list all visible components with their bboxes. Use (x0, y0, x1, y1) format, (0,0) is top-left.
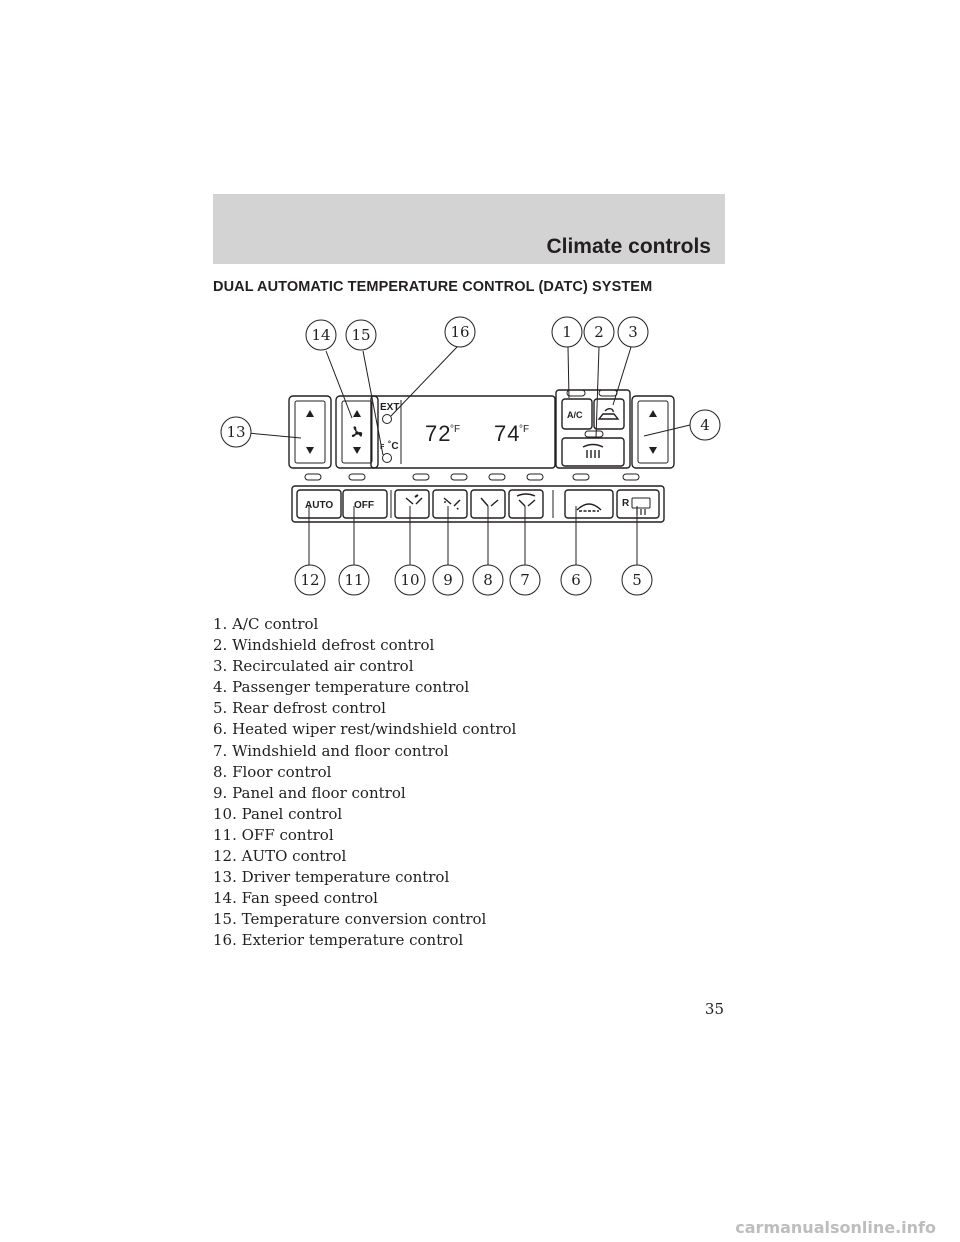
off-label: OFF (354, 500, 374, 511)
svg-text:16: 16 (450, 323, 469, 341)
svg-text:8: 8 (483, 571, 493, 589)
rear-label: R (622, 498, 630, 509)
driver-temp-rocker (288, 395, 332, 469)
control-legend-list: 1. A/C control 2. Windshield defrost con… (213, 614, 733, 952)
windshield-defrost-button (561, 437, 625, 467)
off-button (342, 489, 388, 519)
callout-3: 3 (617, 316, 649, 348)
recirculation-button (593, 398, 625, 430)
panel-floor-vent-icon (443, 497, 461, 511)
callout-13: 13 (220, 416, 252, 448)
panel-floor-button (432, 489, 468, 519)
passenger-temp-readout: 74 (494, 421, 520, 446)
rear-defrost-icon (631, 497, 651, 515)
callout-10: 10 (394, 564, 426, 596)
legend-item: 8. Floor control (213, 762, 332, 781)
passenger-temp-unit: °F (519, 424, 529, 435)
callout-8: 8 (472, 564, 504, 596)
svg-text:10: 10 (400, 571, 419, 589)
callout-5: 5 (621, 564, 653, 596)
f-label: F (380, 444, 385, 451)
legend-item: 1. A/C control (213, 615, 319, 633)
callout-9: 9 (432, 564, 464, 596)
legend-item: 16. Exterior temperature control (213, 931, 464, 950)
svg-text:6: 6 (571, 571, 581, 589)
callout-16: 16 (444, 316, 476, 348)
heated-wiper-icon (576, 503, 602, 512)
panel-vent-icon (405, 494, 423, 505)
svg-text:3: 3 (628, 323, 638, 341)
auto-label: AUTO (305, 500, 333, 511)
fan-speed-rocker (335, 395, 379, 469)
legend-item: 10. Panel control (213, 804, 343, 823)
legend-item: 6. Heated wiper rest/windshield control (213, 720, 517, 739)
svg-text:15: 15 (351, 326, 370, 344)
callout-12: 12 (294, 564, 326, 596)
legend-item: 3. Recirculated air control (213, 657, 414, 676)
windshield-floor-button (508, 489, 544, 519)
auto-button (296, 489, 342, 519)
heated-wiper-button (564, 489, 614, 519)
svg-text:2: 2 (594, 323, 604, 341)
legend-item: 13. Driver temperature control (213, 868, 450, 887)
legend-item: 7. Windshield and floor control (213, 741, 449, 760)
svg-text:11: 11 (344, 571, 363, 589)
windshield-floor-vent-icon (516, 493, 536, 507)
callout-1: 1 (551, 316, 583, 348)
floor-vent-icon (480, 497, 499, 507)
svg-text:12: 12 (300, 571, 319, 589)
legend-item: 12. AUTO control (213, 847, 347, 866)
ac-label: A/C (567, 410, 583, 420)
legend-item: 5. Rear defrost control (213, 699, 386, 718)
windshield-defrost-icon (582, 443, 604, 458)
recirculation-icon (597, 408, 620, 420)
legend-item: 4. Passenger temperature control (213, 678, 470, 697)
lcd-display (370, 395, 556, 469)
driver-temp-readout: 72 (425, 421, 451, 446)
callout-7: 7 (509, 564, 541, 596)
passenger-temp-rocker (631, 395, 675, 469)
c-label: ˚C (388, 440, 399, 452)
callout-6: 6 (560, 564, 592, 596)
svg-text:5: 5 (632, 571, 642, 589)
legend-item: 11. OFF control (213, 825, 334, 844)
right-button-cluster (555, 389, 631, 469)
svg-text:7: 7 (520, 571, 530, 589)
svg-text:14: 14 (311, 326, 330, 344)
page-number: 35 (704, 1000, 724, 1018)
page-heading: DUAL AUTOMATIC TEMPERATURE CONTROL (DATC… (213, 279, 653, 295)
svg-text:13: 13 (226, 423, 245, 441)
svg-text:4: 4 (700, 416, 710, 434)
datc-control-panel-diagram: EXT F ˚C A/C AUTO OFF R 72 °F 74 °F (213, 310, 725, 610)
mode-button-strip (291, 485, 665, 523)
svg-text:9: 9 (443, 571, 453, 589)
header-band (213, 194, 725, 264)
panel-button (394, 489, 430, 519)
callout-4: 4 (689, 409, 721, 441)
callout-2: 2 (583, 316, 615, 348)
driver-temp-unit: °F (450, 424, 460, 435)
svg-text:1: 1 (562, 323, 572, 341)
rear-defrost-button (616, 489, 660, 519)
callout-15: 15 (345, 319, 377, 351)
callout-14: 14 (305, 319, 337, 351)
fan-icon (351, 426, 363, 437)
legend-item: 14. Fan speed control (213, 889, 378, 908)
section-title: Climate controls (546, 235, 711, 258)
callout-11: 11 (338, 564, 370, 596)
legend-item: 2. Windshield defrost control (213, 636, 435, 655)
watermark: carmanualsonline.info (735, 1218, 936, 1237)
legend-item: 9. Panel and floor control (213, 783, 406, 802)
legend-item: 15. Temperature conversion control (213, 910, 487, 929)
ac-button (561, 398, 593, 430)
ext-label: EXT (380, 402, 399, 413)
